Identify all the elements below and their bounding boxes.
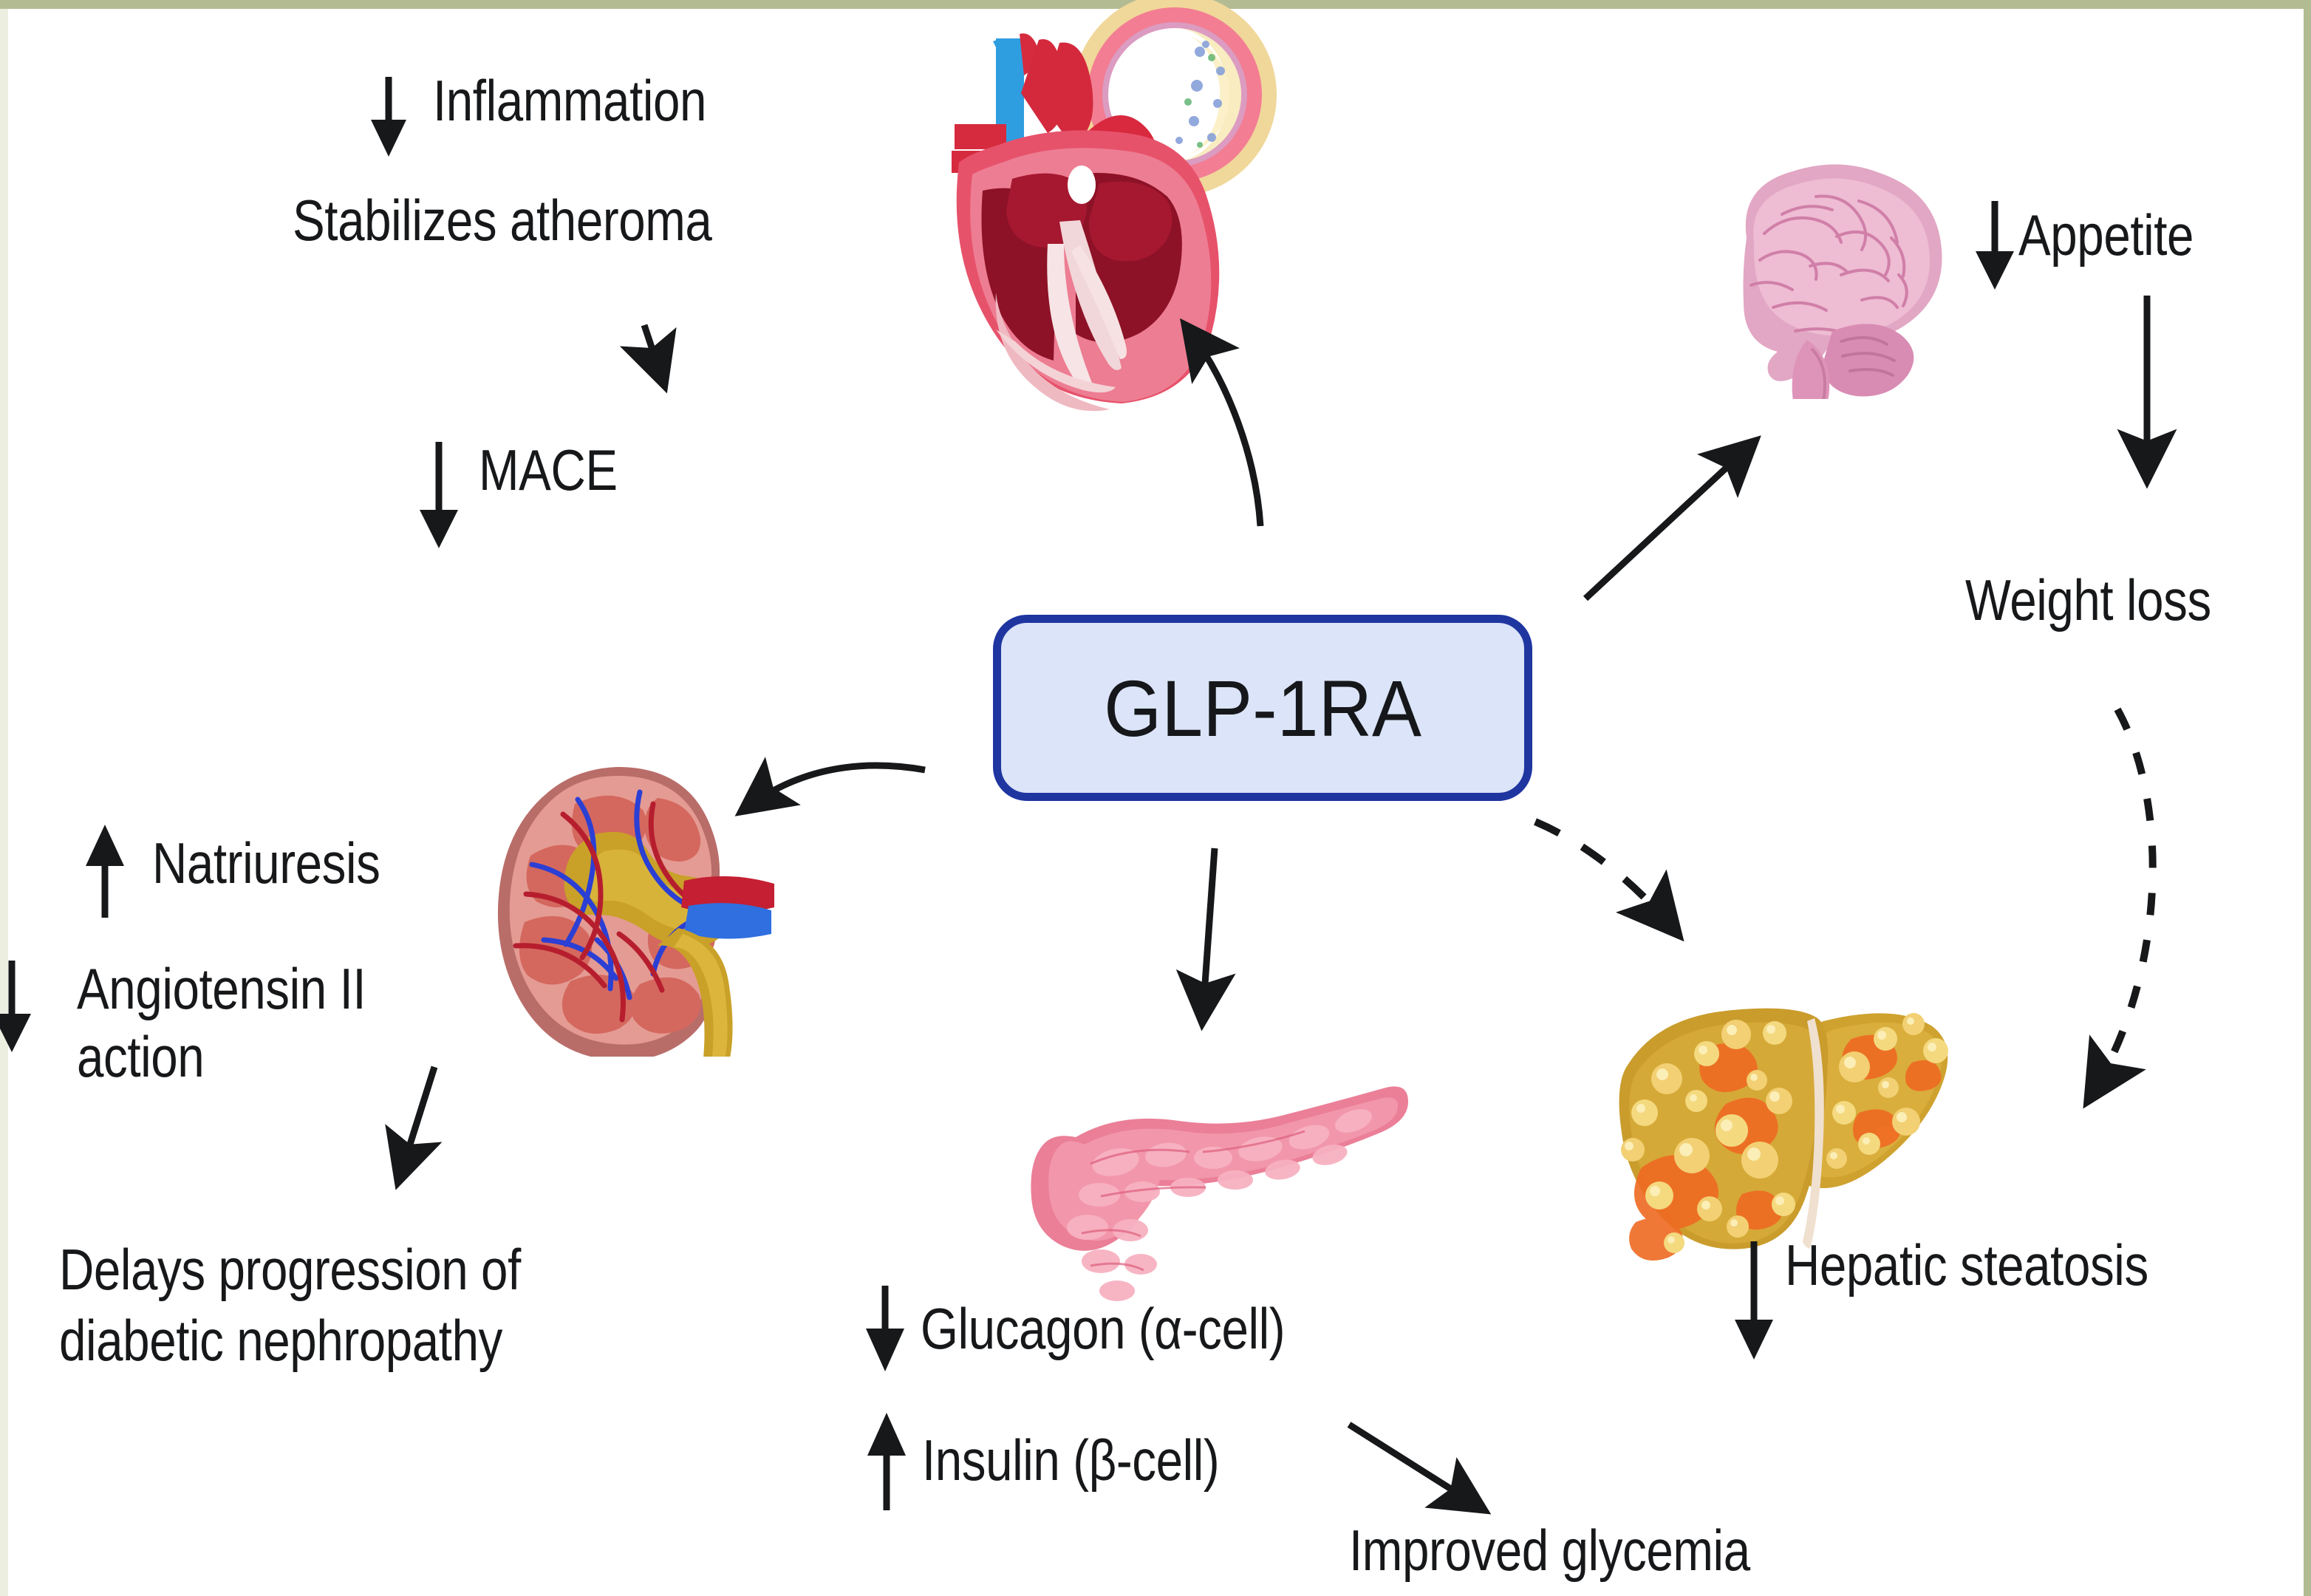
arrow-down-appetite [1976, 201, 2014, 290]
label-hepatic-steatosis: Hepatic steatosis [1785, 1232, 2148, 1297]
arrow-down-glucagon [866, 1286, 904, 1371]
label-angiotensin-line2: action [77, 1024, 205, 1089]
label-glucagon: Glucagon (α-cell) [921, 1296, 1286, 1361]
arrow-down-mace [420, 442, 458, 548]
liver-illustration [1619, 1008, 1948, 1261]
label-appetite: Appetite [2018, 202, 2194, 267]
label-nephropathy-line1: Delays progression of [59, 1237, 521, 1302]
arrow-weightloss-to-steatosis-dashed [2083, 707, 2157, 1109]
arrow-up-insulin [867, 1413, 906, 1510]
arrow-atheroma-to-mace [619, 324, 677, 394]
arrow-glp1ra-to-brain [1583, 435, 1761, 601]
arrow-glp1ra-to-liver-dashed [1534, 818, 1684, 942]
label-weight-loss: Weight loss [1965, 567, 2211, 632]
label-mace: MACE [479, 437, 618, 502]
label-inflammation: Inflammation [433, 68, 707, 133]
heart-illustration [952, 0, 1277, 412]
arrow-insulin-to-glycemia [1347, 1422, 1492, 1515]
label-natriuresis: Natriuresis [152, 831, 380, 896]
label-angiotensin-line1: Angiotensin II [77, 956, 366, 1021]
arrow-up-natriuresis [86, 825, 124, 918]
figure-border-left [0, 9, 8, 1596]
kidney-illustration [497, 767, 774, 1057]
pancreas-illustration [1031, 1086, 1408, 1301]
arrow-down-inflammation [371, 77, 406, 157]
label-nephropathy-line2: diabetic nephropathy [59, 1308, 502, 1373]
glp1ra-node-label: GLP-1RA [1104, 663, 1421, 753]
glp1ra-node[interactable]: GLP-1RA [993, 615, 1532, 801]
label-stabilizes-atheroma: Stabilizes atheroma [293, 188, 712, 253]
label-insulin: Insulin (β-cell) [922, 1428, 1220, 1493]
arrow-kidney-to-nephropathy [385, 1065, 443, 1190]
figure-border-right [2304, 0, 2311, 1596]
brain-illustration [1743, 164, 1942, 399]
arrow-glp1ra-to-pancreas [1175, 848, 1236, 1031]
label-improved-glycemia: Improved glycemia [1349, 1518, 1750, 1583]
